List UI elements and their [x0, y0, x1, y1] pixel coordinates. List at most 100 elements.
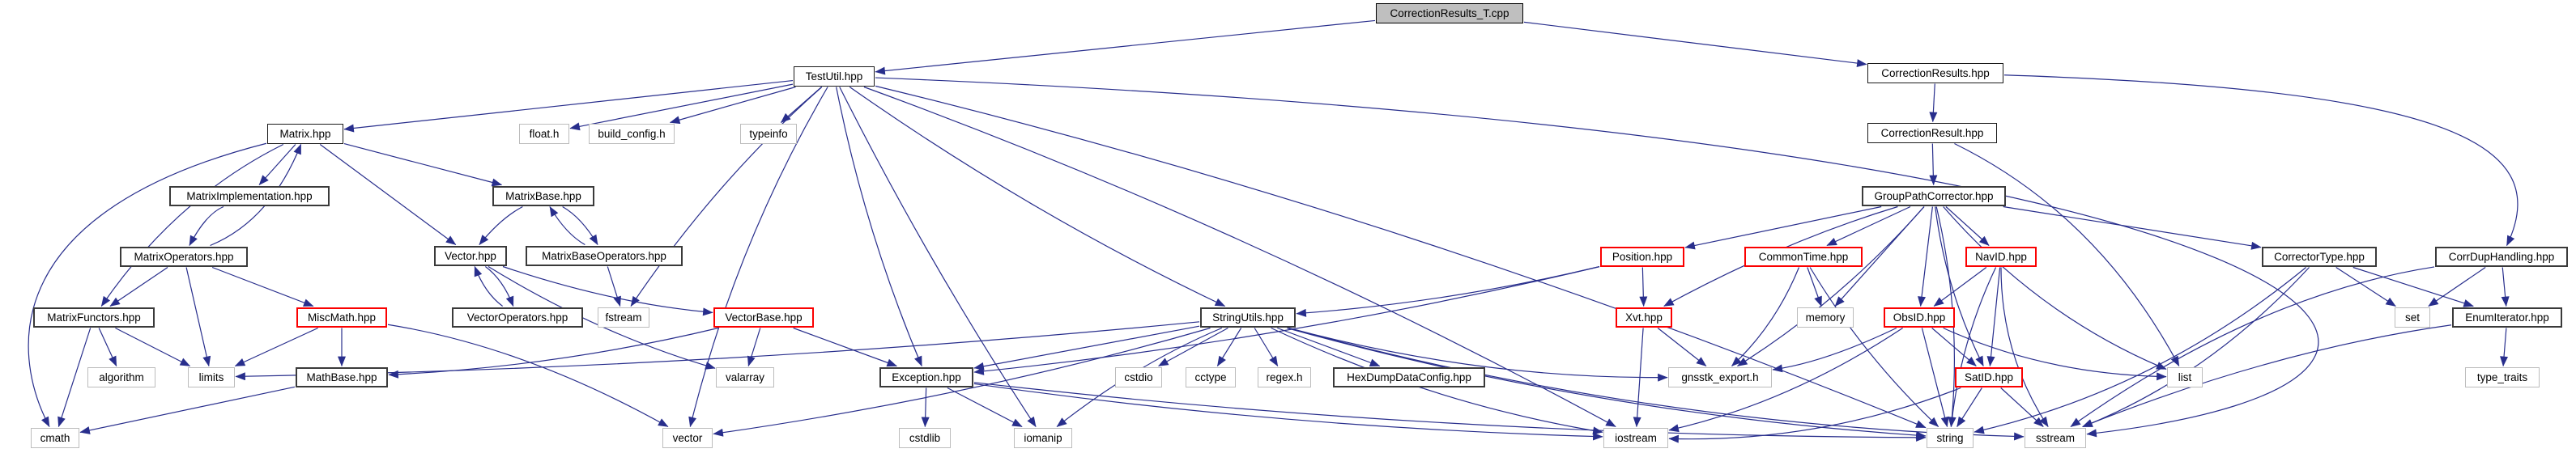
edge-strutil-to-gexport [1288, 327, 1668, 382]
node-matimpl[interactable]: MatrixImplementation.hpp [169, 185, 330, 206]
node-corrs[interactable]: CorrectionResults.hpp [1867, 62, 2003, 83]
edge-gpc-to-obsid [1918, 206, 1933, 307]
edge-navid-to-sstream [2000, 267, 2049, 428]
edge-vecbase-to-exception [793, 327, 897, 367]
edge-enumiter-to-sstream [2082, 324, 2452, 428]
node-memory: memory [1797, 307, 1854, 328]
edge-gpc-to-commontime [1826, 205, 1911, 247]
node-algorithm: algorithm [87, 366, 155, 387]
edge-gpc-to-list [1943, 206, 2167, 370]
edge-corr-to-list [1954, 142, 2180, 367]
node-commontime[interactable]: CommonTime.hpp [1744, 246, 1863, 267]
edge-obsid-to-string [1921, 328, 1949, 428]
edge-gpc-to-position [1684, 205, 1882, 250]
edge-satid-to-string [1956, 387, 1982, 428]
node-satid[interactable]: SatID.hpp [1955, 366, 2023, 387]
edge-satid-to-iostream [1668, 387, 1961, 443]
edge-vectorhpp-to-vecop [485, 266, 514, 307]
node-valarray: valarray [716, 366, 774, 387]
node-vectorhpp[interactable]: Vector.hpp [434, 245, 507, 266]
node-matbase[interactable]: MatrixBase.hpp [492, 185, 594, 206]
node-exception[interactable]: Exception.hpp [879, 366, 973, 387]
node-enumiter[interactable]: EnumIterator.hpp [2452, 307, 2562, 328]
node-corrtype[interactable]: CorrectorType.hpp [2262, 246, 2377, 267]
edge-matrix-to-matbase [343, 142, 503, 187]
edge-testutil-to-iomanip [839, 87, 1037, 428]
node-root[interactable]: CorrectionResults_T.cpp [1376, 2, 1523, 23]
edge-obsid-to-satid [1931, 328, 1977, 366]
node-floath: float.h [519, 123, 569, 144]
edge-strutil-to-sstream [1288, 327, 2025, 441]
edge-corrs-to-corr [1929, 83, 1938, 123]
edge-matfunc-to-algorithm [98, 328, 117, 367]
edge-commontime-to-gexport [1731, 267, 1800, 366]
edge-testutil-to-fstream [630, 87, 823, 307]
edge-corrtype-to-enumiter [2352, 266, 2474, 307]
edge-matimpl-to-matop [189, 205, 224, 247]
edge-matop-to-matfunc [109, 267, 168, 307]
node-corr[interactable]: CorrectionResult.hpp [1867, 122, 1997, 143]
node-xvt[interactable]: Xvt.hpp [1616, 307, 1672, 328]
node-limits: limits [188, 366, 235, 387]
node-vecop[interactable]: VectorOperators.hpp [452, 307, 583, 328]
node-set: set [2395, 307, 2430, 328]
edge-testutil-to-exception [836, 87, 922, 367]
edge-gpc-to-gexport [1736, 206, 1925, 367]
edge-testutil-to-strutil [849, 87, 1226, 307]
node-miscmath[interactable]: MiscMath.hpp [296, 307, 387, 328]
node-matbaseop[interactable]: MatrixBaseOperators.hpp [526, 245, 683, 266]
edge-corr-to-gpc [1929, 143, 1938, 186]
edge-obsid-to-iostream [1668, 327, 1903, 433]
node-fstream: fstream [598, 307, 649, 328]
edge-testutil-to-sstream [875, 77, 2319, 438]
edge-root-to-testutil [875, 19, 1376, 75]
edge-root-to-corrs [1523, 21, 1867, 68]
node-gpc[interactable]: GroupPathCorrector.hpp [1862, 185, 2006, 206]
node-string: string [1927, 427, 1974, 448]
edge-corrtype-to-set [2335, 266, 2396, 307]
node-mathbase[interactable]: MathBase.hpp [296, 366, 388, 387]
edge-matbaseop-to-matbase [549, 205, 585, 246]
edge-navid-to-obsid [1933, 267, 1987, 307]
node-testutil[interactable]: TestUtil.hpp [794, 66, 875, 87]
node-position[interactable]: Position.hpp [1600, 246, 1684, 267]
node-strutil[interactable]: StringUtils.hpp [1200, 307, 1296, 328]
edge-obsid-to-gexport [1772, 327, 1897, 373]
edge-matop-to-matrix [210, 143, 302, 247]
edge-miscmath-to-vectorstd [387, 324, 669, 428]
edge-exception-to-cstdlib [921, 387, 930, 428]
node-cmath: cmath [31, 427, 79, 448]
edge-strutil-to-string [1287, 327, 1927, 440]
node-vecbase[interactable]: VectorBase.hpp [713, 307, 814, 328]
edge-testutil-to-string [875, 85, 1927, 429]
edge-strutil-to-hexdump [1277, 327, 1381, 367]
node-regexh: regex.h [1258, 366, 1311, 387]
edge-navid-to-satid [1986, 267, 2001, 367]
edge-matop-to-miscmath [211, 266, 314, 307]
node-navid[interactable]: NavID.hpp [1965, 246, 2037, 267]
edge-matrix-to-vectorhpp [319, 144, 457, 245]
edge-mathbase-to-cmath [79, 386, 296, 434]
edge-corrtype-to-sstream [2082, 267, 2310, 428]
edge-position-to-strutil [1296, 266, 1600, 317]
node-vectorstd: vector [662, 427, 713, 448]
edge-corrdup-to-sstream [2070, 266, 2435, 427]
node-matfunc[interactable]: MatrixFunctors.hpp [33, 307, 155, 328]
edge-matrix-to-matfunc [100, 143, 284, 307]
edge-exception-to-string [973, 382, 1927, 442]
edge-strutil-to-iostream [1271, 327, 1603, 435]
node-corrdup[interactable]: CorrDupHandling.hpp [2435, 246, 2568, 267]
edge-matop-to-limits [185, 267, 211, 367]
edge-vecbase-to-mathbase [388, 327, 718, 379]
node-hexdump[interactable]: HexDumpDataConfig.hpp [1333, 366, 1485, 387]
edge-strutil-to-cstdio [1158, 327, 1228, 367]
edge-matrix-to-cmath [28, 142, 267, 428]
edge-gpc-to-navid [1945, 206, 1990, 246]
edge-matbase-to-vectorhpp [479, 205, 523, 245]
edge-matbaseop-to-fstream [607, 266, 621, 307]
node-matop[interactable]: MatrixOperators.hpp [120, 246, 248, 267]
node-obsid[interactable]: ObsID.hpp [1884, 307, 1955, 328]
edge-corrdup-to-enumiter [2501, 267, 2510, 307]
node-matrix[interactable]: Matrix.hpp [267, 123, 343, 144]
edge-corrs-to-corrdup [2003, 74, 2519, 247]
